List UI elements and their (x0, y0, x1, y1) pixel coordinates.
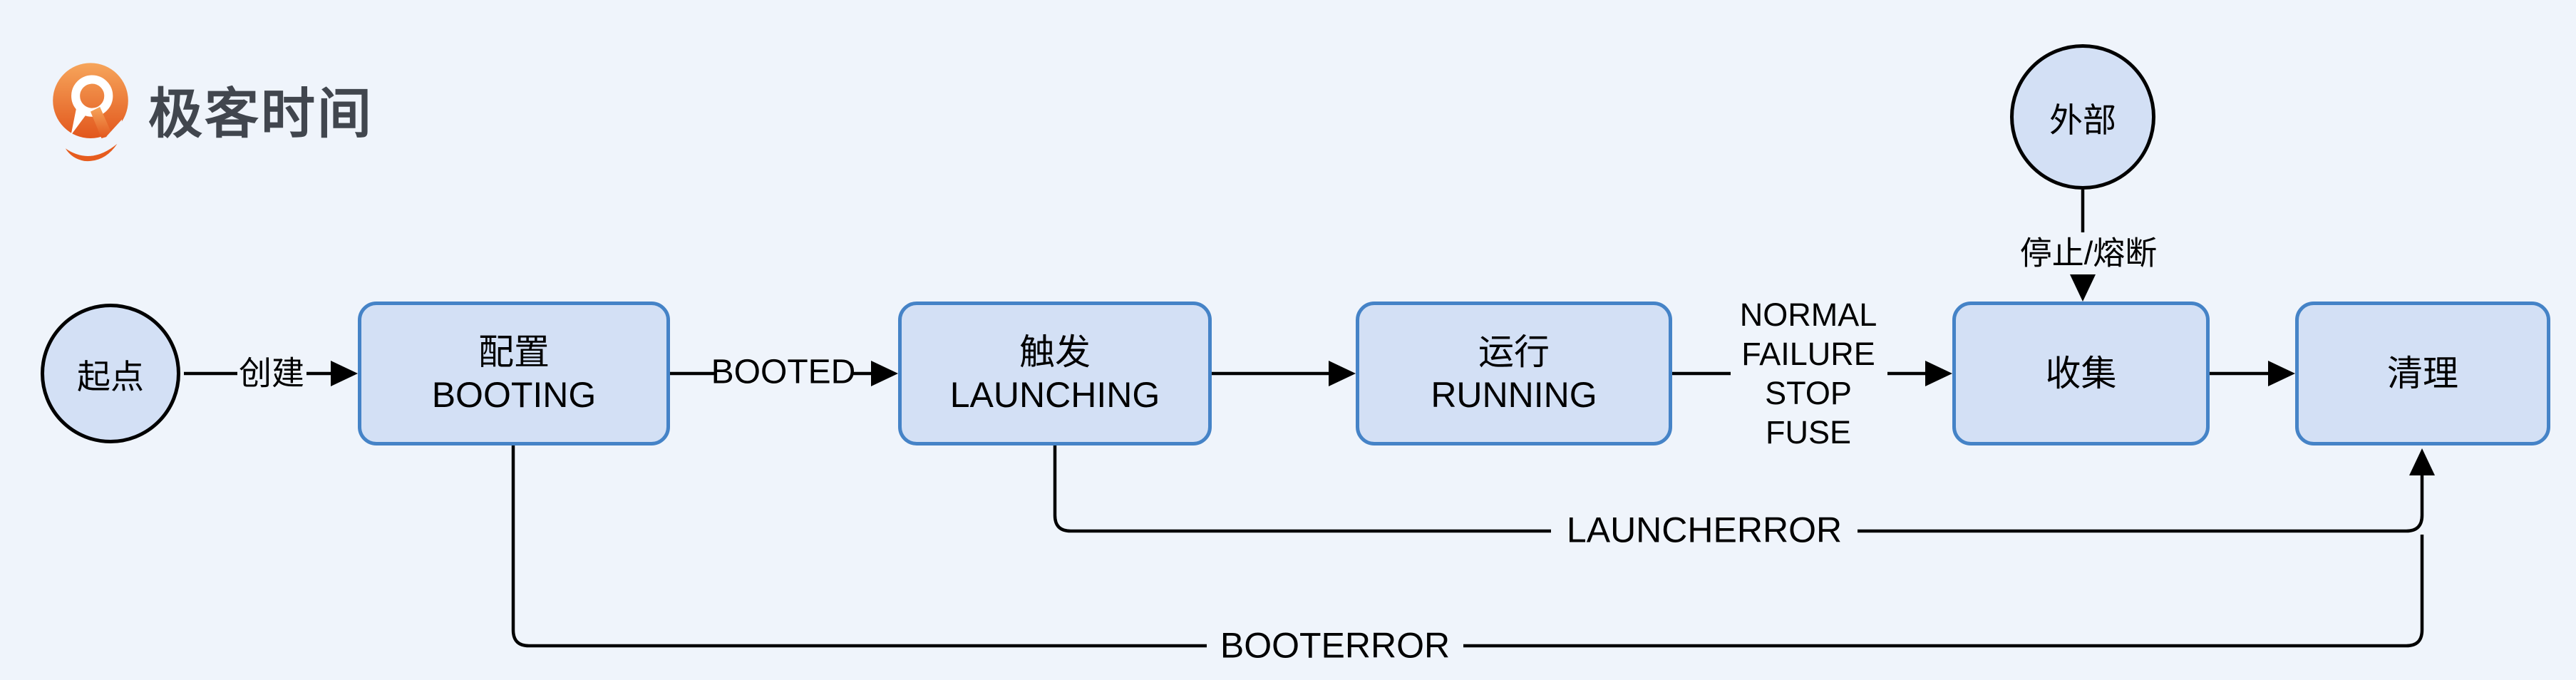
brand-logo: 极客时间 (51, 63, 373, 167)
brand-name: 极客时间 (148, 84, 373, 145)
node-running: 运行 RUNNING (1356, 302, 1672, 445)
node-running-label-en: RUNNING (1431, 375, 1597, 415)
arrowhead (1925, 361, 1952, 386)
node-collect-label: 收集 (2045, 354, 2117, 393)
node-booting: 配置 BOOTING (358, 302, 670, 445)
node-running-label-cn: 运行 (1478, 332, 1550, 372)
arrowhead (871, 361, 898, 386)
arrowhead (1329, 361, 1356, 386)
edge-label-booted: BOOTED (711, 353, 856, 391)
node-booting-label-en: BOOTING (431, 375, 597, 415)
node-start-label: 起点 (77, 357, 144, 396)
node-external-label: 外部 (2049, 101, 2116, 139)
node-launching: 触发 LAUNCHING (898, 302, 1212, 445)
node-booting-label-cn: 配置 (478, 332, 550, 372)
edge-label-run-outcomes: NORMAL FAILURE STOP FUSE (1740, 295, 1877, 452)
edge-label-outcome-line: FAILURE (1741, 336, 1875, 372)
edge-label-outcome-line: NORMAL (1739, 297, 1877, 333)
node-collect: 收集 (1952, 302, 2210, 445)
node-external: 外部 (2010, 44, 2155, 190)
node-cleanup: 清理 (2295, 302, 2550, 445)
arrowhead (2409, 448, 2435, 475)
node-start: 起点 (41, 304, 180, 443)
arrowhead (2268, 361, 2295, 386)
edge-label-launcherror: LAUNCHERROR (1566, 510, 1843, 550)
edge-label-create: 创建 (239, 354, 304, 392)
edge-label-outcome-line: FUSE (1765, 414, 1851, 450)
arrowhead (2070, 274, 2096, 302)
edge-label-outcome-line: STOP (1765, 375, 1852, 411)
edge-label-stop-fuse: 停止/熔断 (2019, 235, 2158, 272)
node-launching-label-en: LAUNCHING (949, 375, 1160, 415)
geektime-pin-icon (53, 63, 128, 162)
node-cleanup-label: 清理 (2387, 354, 2458, 393)
node-launching-label-cn: 触发 (1019, 332, 1091, 372)
edge-label-booterror: BOOTERROR (1220, 625, 1451, 666)
arrowhead (331, 361, 358, 386)
